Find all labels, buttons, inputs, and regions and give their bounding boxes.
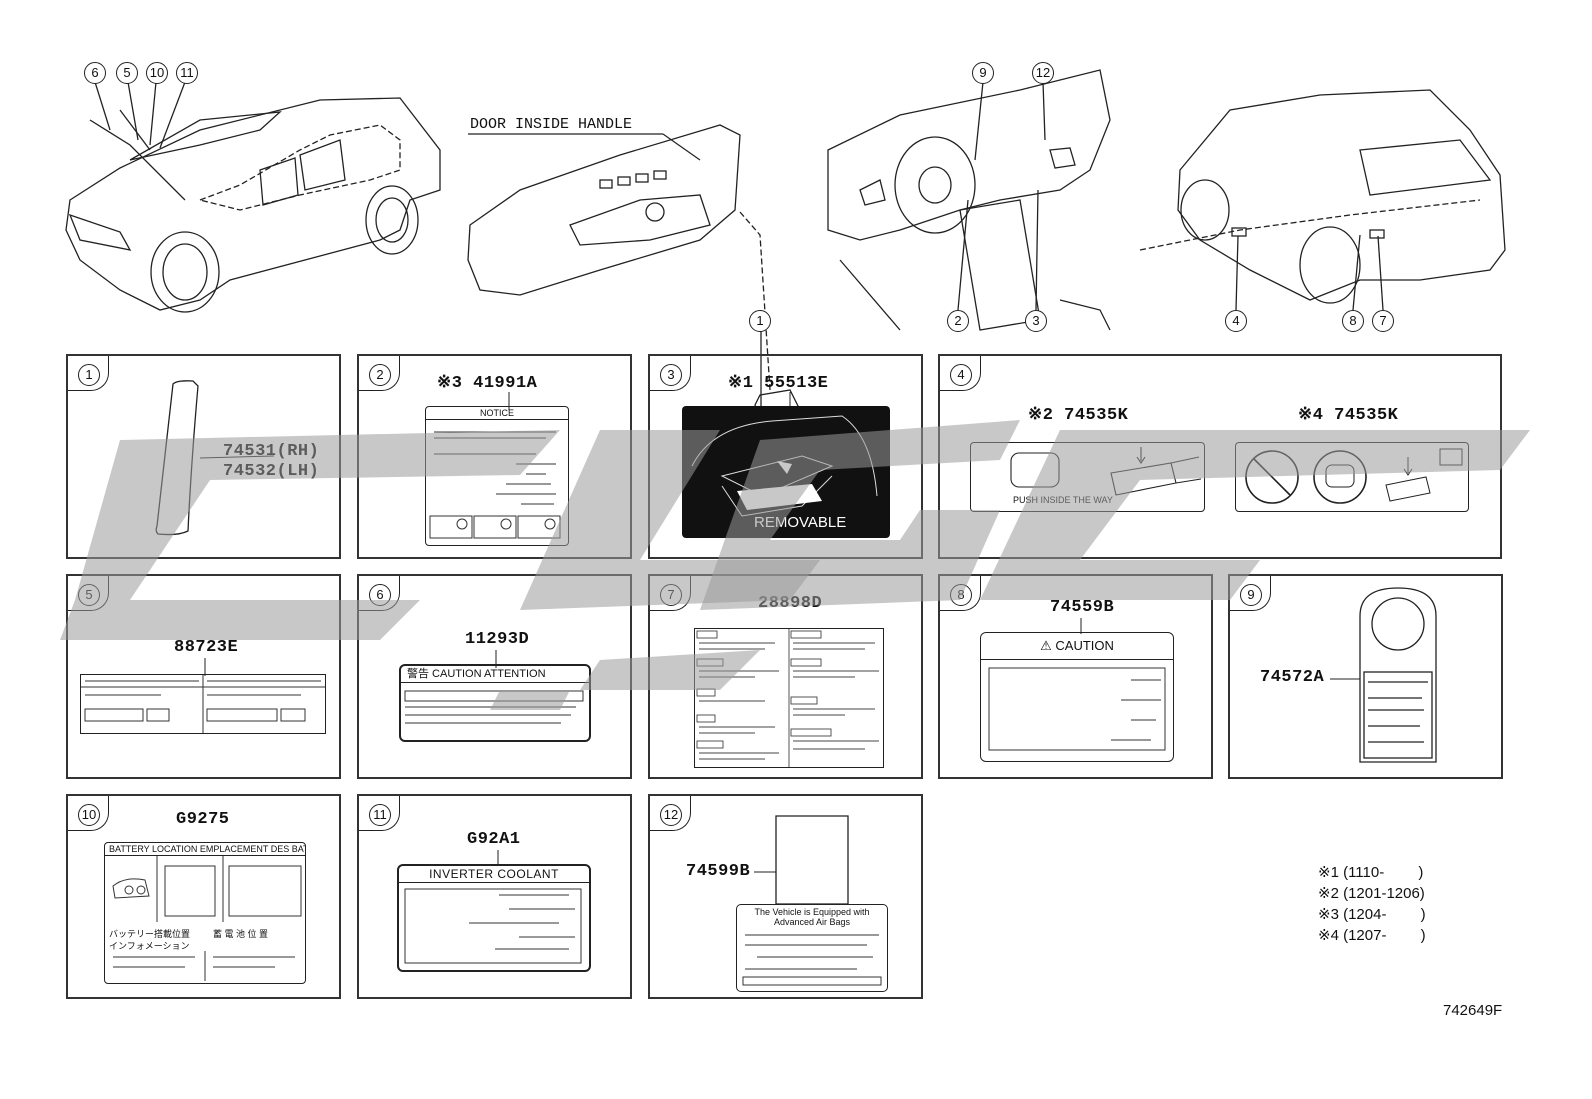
front-car-drawing xyxy=(65,97,441,313)
callout-9: 9 xyxy=(972,62,994,84)
panel-7: 7 28898D xyxy=(648,574,923,779)
caution-label: ⚠ CAUTION xyxy=(980,632,1174,762)
callout-8: 8 xyxy=(1342,310,1364,332)
warning-strip-label xyxy=(80,674,326,734)
part-number: 74559B xyxy=(1050,598,1115,617)
panel-11: 11 G92A1 INVERTER COOLANT xyxy=(357,794,632,999)
notes-list: ※1 (1110- ) ※2 (1201-1206) ※3 (1204- ) ※… xyxy=(1318,862,1426,946)
callout-4: 4 xyxy=(1225,310,1247,332)
callout-7: 7 xyxy=(1372,310,1394,332)
inverter-coolant-label: INVERTER COOLANT xyxy=(397,864,591,972)
note-item: ※1 (1110- ) xyxy=(1318,864,1424,881)
part-number: 55513E xyxy=(764,374,829,393)
callout-5: 5 xyxy=(116,62,138,84)
panel-4: 4 ※2 74535K ※4 74535K PUSH INSIDE THE WA… xyxy=(938,354,1502,559)
panel-number: 1 xyxy=(78,364,100,386)
advanced-airbag-label: The Vehicle is Equipped with Advanced Ai… xyxy=(736,904,888,992)
panel-8: 8 74559B ⚠ CAUTION xyxy=(938,574,1213,779)
panel-12: 12 74599B The Vehicle is Equipped with A… xyxy=(648,794,923,999)
battery-location-label: BATTERY LOCATION EMPLACEMENT DES BATTERI… xyxy=(104,842,306,984)
part-number: 74572A xyxy=(1260,668,1325,687)
panel-9: 9 74572A xyxy=(1228,574,1503,779)
callout-12: 12 xyxy=(1032,62,1054,84)
callout-3: 3 xyxy=(1025,310,1047,332)
panel-6: 6 11293D 警告 CAUTION ATTENTION xyxy=(357,574,632,779)
panel-number: 11 xyxy=(369,804,391,826)
callout-2: 2 xyxy=(947,310,969,332)
panel-number: 5 xyxy=(78,584,100,606)
part-number: G92A1 xyxy=(467,830,521,849)
part-number: 11293D xyxy=(465,630,530,649)
part-number: 28898D xyxy=(758,594,823,613)
callout-1: 1 xyxy=(749,310,771,332)
part-number: 74531(RH) xyxy=(223,442,320,461)
panel-2: 2 ※3 41991A NOTICE xyxy=(357,354,632,559)
callout-11: 11 xyxy=(176,62,198,84)
part-number: 74535K xyxy=(1334,406,1399,425)
panel-number: 9 xyxy=(1240,584,1262,606)
callout-10: 10 xyxy=(146,62,168,84)
part-number: 74535K xyxy=(1064,406,1129,425)
panel-number: 10 xyxy=(78,804,100,826)
panel-number: 2 xyxy=(369,364,391,386)
panel-number: 4 xyxy=(950,364,972,386)
panel-10: 10 G9275 BATTERY LOCATION EMPLACEMENT DE… xyxy=(66,794,341,999)
notice-label: NOTICE xyxy=(425,406,569,546)
part-number: 74599B xyxy=(686,862,751,881)
rear-car-drawing xyxy=(1139,89,1506,304)
multilingual-label xyxy=(694,628,884,768)
panel-1: 1 74531(RH) 74532(LH) xyxy=(66,354,341,559)
note-item: ※2 (1201-1206) xyxy=(1318,885,1425,902)
panel-number: 8 xyxy=(950,584,972,606)
push-label: PUSH INSIDE THE WAY xyxy=(970,442,1205,512)
hang-tag-label xyxy=(1359,587,1437,763)
tag-flap xyxy=(775,815,849,905)
note-item: ※4 (1207- ) xyxy=(1318,927,1426,944)
panel-number: 12 xyxy=(660,804,682,826)
note-item: ※3 (1204- ) xyxy=(1318,906,1426,923)
airbag-icons-label xyxy=(1235,442,1469,512)
callout-6: 6 xyxy=(84,62,106,84)
door-caption: DOOR INSIDE HANDLE xyxy=(470,116,633,133)
removable-label: REMOVABLE xyxy=(682,406,890,538)
interior-drawing xyxy=(827,69,1111,331)
part-number: 88723E xyxy=(174,638,239,657)
caution-attention-label: 警告 CAUTION ATTENTION xyxy=(399,664,591,742)
part-number: G9275 xyxy=(176,810,230,829)
panel-3: 3 ※1 55513E REMOVABLE xyxy=(648,354,923,559)
panel-number: 3 xyxy=(660,364,682,386)
panel-5: 5 88723E xyxy=(66,574,341,779)
part-number: 41991A xyxy=(473,374,538,393)
part-number: 74532(LH) xyxy=(223,462,320,481)
panel-number: 6 xyxy=(369,584,391,606)
diagram-id: 742649F xyxy=(1443,1002,1503,1019)
panel-number: 7 xyxy=(660,584,682,606)
